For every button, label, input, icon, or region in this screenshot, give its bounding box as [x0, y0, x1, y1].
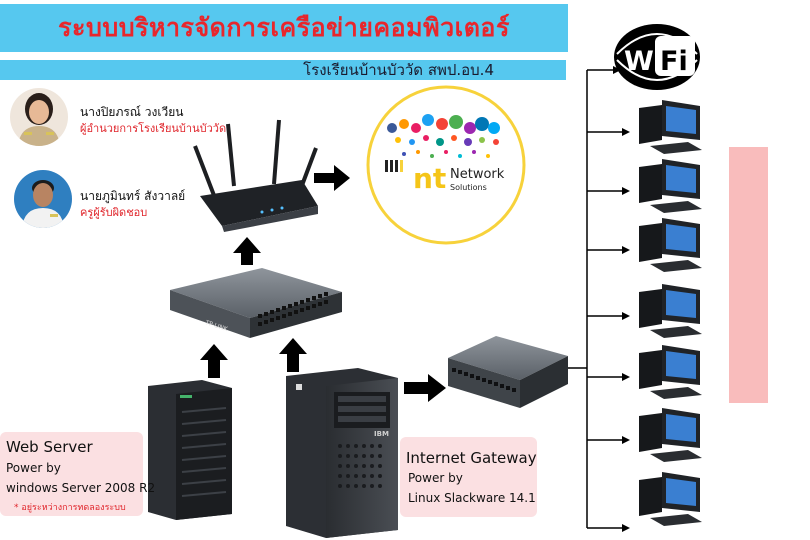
- arrow-webserver-switch: [200, 344, 228, 378]
- core-switch: TP-LINK: [170, 268, 342, 338]
- client-pc: [639, 159, 702, 213]
- web-server-os: windows Server 2008 R2: [6, 481, 156, 495]
- teacher-avatar: [14, 170, 72, 228]
- director-avatar: [10, 88, 68, 146]
- gateway-server-tower: IBM: [286, 368, 398, 538]
- access-switch: [448, 336, 568, 408]
- page-title: ระบบบริหารจัดการเครือข่ายคอมพิวเตอร์: [58, 13, 510, 42]
- internet-gateway-callout: [400, 437, 537, 517]
- wifi-logo: Wi Fi: [614, 24, 700, 90]
- isp-brand: nt: [413, 162, 446, 195]
- client-pc: [639, 100, 702, 154]
- client-connector-lines: [568, 66, 630, 532]
- client-pc: [639, 284, 702, 338]
- arrow-gateway-switch: [279, 338, 307, 372]
- wifi-router: [193, 119, 318, 232]
- isp-line2: Solutions: [450, 183, 487, 192]
- web-server-title: Web Server: [6, 438, 93, 456]
- title-banner: ระบบบริหารจัดการเครือข่ายคอมพิวเตอร์: [0, 4, 568, 52]
- arrow-gateway-accessswitch: [404, 374, 446, 402]
- subtitle-banner: โรงเรียนบ้านบัววัด สพป.อบ.4: [0, 60, 566, 80]
- arrow-switch-router: [233, 237, 261, 265]
- gateway-title: Internet Gateway: [406, 449, 537, 467]
- director-name: นางปิยภรณ์ วงเวียน: [80, 105, 184, 119]
- director-role: ผู้อำนวยการโรงเรียนบ้านบัววัด: [80, 122, 227, 135]
- wifi-label-fi: Fi: [660, 46, 688, 77]
- web-server-power: Power by: [6, 461, 61, 475]
- gateway-power: Power by: [408, 471, 463, 485]
- gateway-os: Linux Slackware 14.1: [408, 491, 536, 505]
- teacher-name: นายภูมินทร์ สังวาลย์: [80, 189, 186, 203]
- server-brand-label: IBM: [374, 430, 389, 438]
- web-server-callout: [0, 432, 143, 516]
- isp-line1: Network: [450, 167, 505, 182]
- client-pc: [639, 345, 702, 399]
- client-pc: [639, 472, 702, 526]
- page-subtitle: โรงเรียนบ้านบัววัด สพป.อบ.4: [303, 61, 494, 79]
- client-pc: [639, 408, 702, 462]
- client-pc: [639, 218, 702, 272]
- web-server-note: * อยู่ระหว่างการทดลองระบบ: [14, 503, 126, 513]
- arrow-router-isp: [314, 165, 350, 191]
- teacher-role: ครูผู้รับผิดชอบ: [80, 206, 148, 219]
- web-server-tower: [148, 380, 232, 520]
- wifi-label-wi: Wi: [624, 46, 663, 77]
- isp-logo: nt Network Solutions: [366, 85, 526, 245]
- side-decoration-bar: [729, 147, 768, 403]
